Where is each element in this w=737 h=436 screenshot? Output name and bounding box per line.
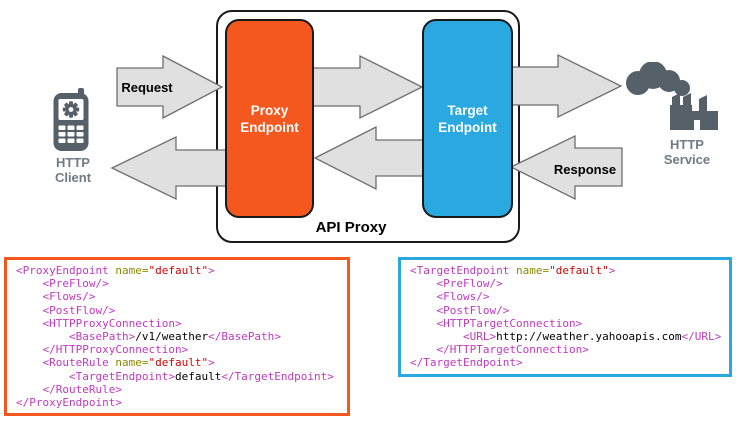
- code-line: <BasePath>/v1/weather</BasePath>: [68, 330, 281, 344]
- code-line: <PostFlow/>: [436, 303, 510, 317]
- code-line: <PreFlow/>: [436, 277, 503, 291]
- client-response-arrow: [110, 135, 227, 201]
- code-line: <URL>http://weather.yahooapis.com</URL>: [462, 330, 722, 344]
- code-line: <Flows/>: [42, 290, 96, 304]
- http-client-label: HTTP Client: [41, 155, 105, 185]
- response-arrow-label: Response: [553, 162, 617, 177]
- code-line: </TargetEndpoint>: [410, 356, 523, 370]
- code-line: <HTTPTargetConnection>: [436, 316, 583, 330]
- code-line: <TargetEndpoint>default</TargetEndpoint>: [68, 369, 334, 383]
- factory-door: [694, 120, 700, 130]
- code-line: <HTTPProxyConnection>: [42, 316, 182, 330]
- gear-icon: [62, 101, 80, 118]
- code-line: <PreFlow/>: [42, 277, 109, 291]
- factory-icon: [626, 62, 718, 130]
- smoke-cloud-icon: [626, 62, 690, 96]
- target-endpoint-code-block: <TargetEndpoint name="default"> <PreFlow…: [398, 257, 732, 377]
- target-endpoint-label-line1: Target: [447, 102, 488, 118]
- proxy-endpoint-box: Proxy Endpoint: [225, 19, 314, 218]
- service-response-arrow: [509, 134, 623, 201]
- code-line: </HTTPTargetConnection>: [436, 343, 589, 357]
- mobile-phone-icon: [53, 88, 89, 151]
- http-service-label: HTTP Service: [637, 137, 737, 167]
- proxy-to-target-arrow: [312, 54, 424, 120]
- code-line: <ProxyEndpoint name="default">: [16, 264, 215, 277]
- api-proxy-title: API Proxy: [315, 219, 387, 236]
- target-to-service-arrow: [510, 53, 623, 119]
- code-line: </ProxyEndpoint>: [16, 396, 122, 410]
- target-to-proxy-arrow: [313, 125, 424, 191]
- code-line: <RouteRule name="default">: [42, 356, 215, 370]
- code-line: <TargetEndpoint name="default">: [410, 264, 616, 277]
- phone-keypad: [58, 125, 84, 143]
- target-endpoint-label-line2: Endpoint: [438, 119, 497, 135]
- http-client-label-line1: HTTP: [56, 155, 90, 170]
- code-line: <Flows/>: [436, 290, 490, 304]
- proxy-endpoint-label-line1: Proxy: [250, 102, 289, 118]
- code-line: </HTTPProxyConnection>: [42, 343, 189, 357]
- code-line: </RouteRule>: [42, 382, 122, 396]
- request-arrow: [116, 54, 224, 120]
- request-arrow-label: Request: [121, 80, 173, 95]
- http-service-label-line2: Service: [663, 152, 711, 167]
- http-client-label-line2: Client: [54, 170, 92, 185]
- proxy-endpoint-label-line2: Endpoint: [240, 119, 299, 135]
- proxy-endpoint-code-block: <ProxyEndpoint name="default"> <PreFlow/…: [4, 257, 350, 417]
- http-service-label-line1: HTTP: [670, 137, 704, 152]
- target-endpoint-box: Target Endpoint: [422, 19, 513, 218]
- code-line: <PostFlow/>: [42, 303, 116, 317]
